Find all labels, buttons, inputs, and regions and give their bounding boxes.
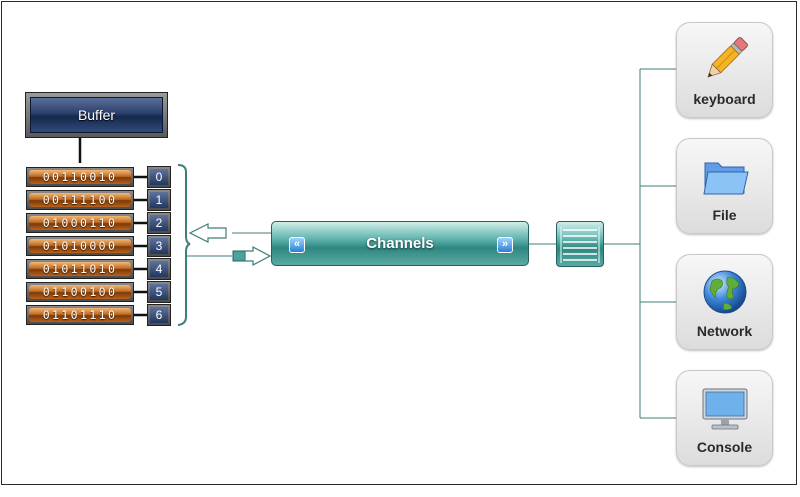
channels-bar[interactable]: « Channels » bbox=[271, 221, 529, 266]
stack-lines-icon bbox=[560, 227, 600, 263]
monitor-icon bbox=[702, 388, 748, 430]
binary-value: 00110010 bbox=[29, 170, 131, 184]
device-label: Network bbox=[696, 323, 753, 339]
index-number: 1 bbox=[150, 192, 168, 208]
index-badge: 2 bbox=[147, 212, 171, 234]
device-label: Console bbox=[696, 439, 753, 455]
arrow-right-icon bbox=[244, 246, 272, 266]
index-badge: 5 bbox=[147, 281, 171, 303]
device-label: File bbox=[712, 207, 737, 223]
device-tile-network[interactable]: Network bbox=[676, 254, 773, 350]
binary-row: 00111100 bbox=[26, 190, 134, 210]
binary-row: 00110010 bbox=[26, 167, 134, 187]
binary-value: 00111100 bbox=[29, 193, 131, 207]
device-tile-console[interactable]: Console bbox=[676, 370, 773, 466]
binary-value: 01000110 bbox=[29, 216, 131, 230]
pencil-icon bbox=[707, 37, 748, 78]
chevrons-left-icon[interactable]: « bbox=[289, 237, 305, 253]
globe-icon bbox=[703, 270, 747, 314]
binary-row: 01000110 bbox=[26, 213, 134, 233]
index-number: 2 bbox=[150, 215, 168, 231]
channels-label: Channels bbox=[366, 235, 434, 252]
binary-value: 01100100 bbox=[29, 285, 131, 299]
binary-value: 01010000 bbox=[29, 239, 131, 253]
device-label: keyboard bbox=[693, 91, 756, 107]
index-badge: 4 bbox=[147, 258, 171, 280]
index-badge: 6 bbox=[147, 304, 171, 326]
connector-plug-in bbox=[232, 250, 246, 262]
index-number: 5 bbox=[150, 284, 168, 300]
brace-bracket bbox=[177, 164, 191, 326]
device-tile-file[interactable]: File bbox=[676, 138, 773, 234]
index-number: 3 bbox=[150, 238, 168, 254]
binary-row: 01101110 bbox=[26, 305, 134, 325]
index-badge: 1 bbox=[147, 189, 171, 211]
binary-value: 01101110 bbox=[29, 308, 131, 322]
buffer-label: Buffer bbox=[30, 97, 163, 133]
index-badge: 3 bbox=[147, 235, 171, 257]
binary-value: 01011010 bbox=[29, 262, 131, 276]
index-number: 0 bbox=[150, 169, 168, 185]
binary-row: 01100100 bbox=[26, 282, 134, 302]
folder-icon bbox=[703, 162, 749, 195]
binary-row: 01010000 bbox=[26, 236, 134, 256]
chevrons-right-icon[interactable]: » bbox=[497, 237, 513, 253]
binary-row: 01011010 bbox=[26, 259, 134, 279]
multiplexer-box bbox=[556, 221, 604, 267]
device-tile-keyboard[interactable]: keyboard bbox=[676, 22, 773, 118]
index-badge: 0 bbox=[147, 166, 171, 188]
index-number: 4 bbox=[150, 261, 168, 277]
buffer-box: Buffer bbox=[25, 92, 168, 138]
index-number: 6 bbox=[150, 307, 168, 323]
arrow-left-icon bbox=[188, 223, 227, 243]
